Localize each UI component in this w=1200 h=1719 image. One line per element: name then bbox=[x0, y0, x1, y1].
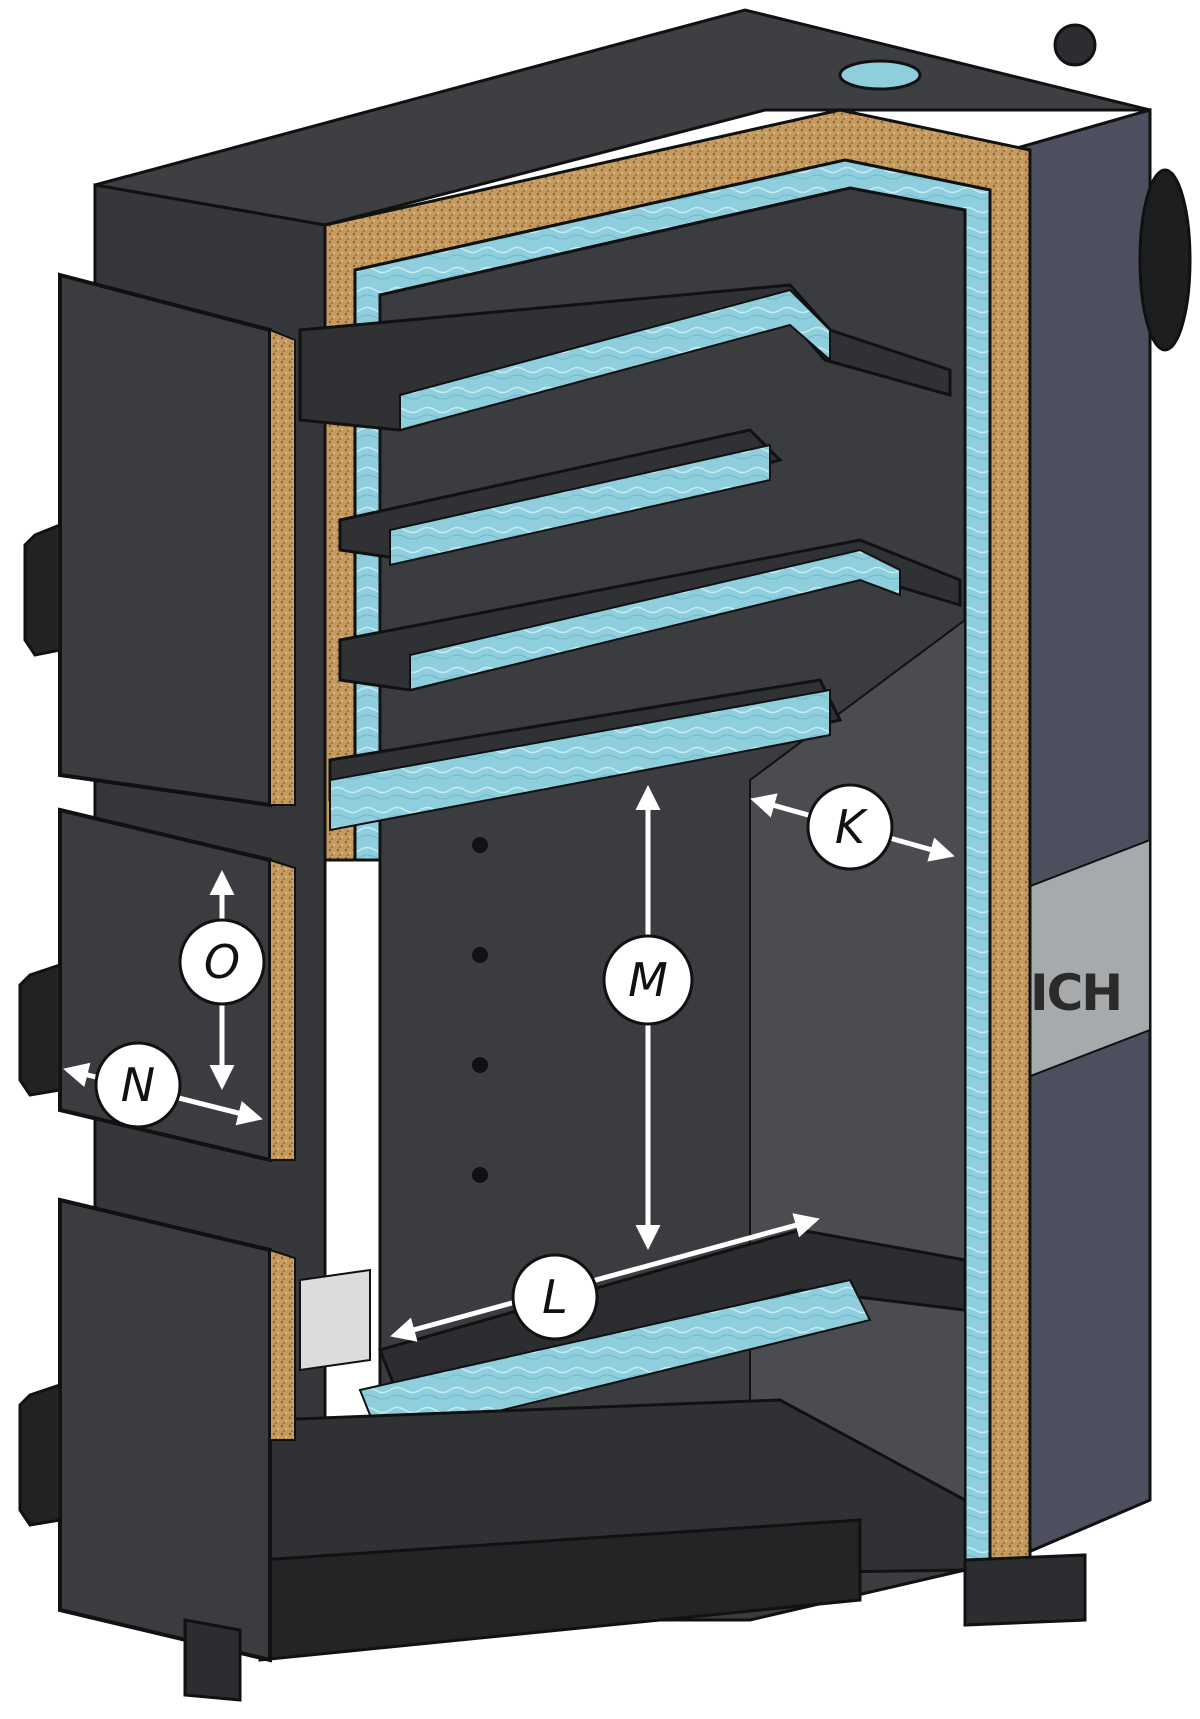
dimension-badge-k: K bbox=[806, 783, 894, 871]
dimension-badge-o: O bbox=[178, 918, 266, 1006]
door-handle[interactable] bbox=[18, 962, 62, 1097]
rivet bbox=[472, 1167, 488, 1183]
dimension-label-o: O bbox=[204, 935, 240, 989]
rivet bbox=[472, 1057, 488, 1073]
dimension-badge-l: L bbox=[511, 1253, 599, 1341]
upper-loading-door[interactable] bbox=[23, 272, 296, 808]
front-foot bbox=[183, 1618, 242, 1702]
control-knob[interactable] bbox=[1053, 23, 1097, 67]
baffle-4-water bbox=[329, 688, 831, 832]
grate-element bbox=[299, 1268, 371, 1372]
dimension-label-k: K bbox=[835, 800, 869, 854]
door-handle[interactable] bbox=[23, 522, 62, 657]
rear-foot bbox=[963, 1553, 1087, 1627]
flue-collar bbox=[1138, 168, 1192, 352]
dimension-badge-n: N bbox=[94, 1041, 182, 1129]
dimension-arrow-l bbox=[390, 1213, 820, 1342]
dimension-label-l: L bbox=[542, 1270, 568, 1324]
brand-text: ICH bbox=[1030, 964, 1121, 1022]
top-flue-spigot bbox=[838, 59, 922, 91]
dimension-badge-m: M bbox=[602, 934, 694, 1026]
baffle-2-water bbox=[389, 443, 771, 567]
rivet bbox=[472, 837, 488, 853]
rivet bbox=[472, 947, 488, 963]
door-handle[interactable] bbox=[18, 1382, 62, 1527]
baffle-1-water bbox=[399, 288, 831, 432]
baffle-3-water bbox=[409, 548, 901, 692]
dimension-label-m: M bbox=[628, 953, 668, 1007]
dimension-label-n: N bbox=[121, 1058, 155, 1112]
lower-ash-door[interactable] bbox=[18, 1197, 296, 1663]
